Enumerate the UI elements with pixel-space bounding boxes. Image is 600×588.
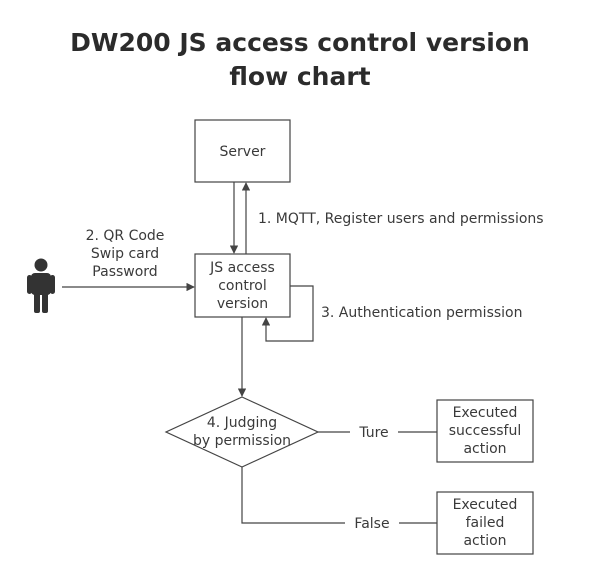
server-label: Server [220, 144, 266, 160]
failed-label-line-3: action [463, 533, 506, 549]
mqtt-label: 1. MQTT, Register users and permissions [258, 211, 544, 227]
success-label-line-1: Executed [453, 405, 518, 421]
js-access-label-line-3: version [217, 296, 268, 312]
true-branch-label: Ture [358, 425, 388, 441]
person-icon [27, 258, 55, 313]
executed-failed-box [436, 491, 534, 555]
decision-label-line-2: by permission [193, 433, 291, 449]
server-box [194, 119, 291, 183]
decision-label-line-1: 4. Judging [207, 415, 277, 431]
decision-diamond [164, 396, 320, 468]
false-branch-label: False [354, 516, 389, 532]
success-label-line-3: action [463, 441, 506, 457]
input-label-qr-code: 2. QR Code [86, 228, 165, 244]
input-label-password: Password [92, 264, 157, 280]
js-access-label-line-1: JS access [209, 260, 275, 276]
failed-label-line-1: Executed [453, 497, 518, 513]
executed-success-box [436, 399, 534, 463]
auth-label: 3. Authentication permission [321, 305, 522, 321]
false-branch-line-1 [241, 467, 345, 524]
failed-label-line-2: failed [466, 515, 505, 531]
input-label-swip-card: Swip card [91, 246, 159, 262]
diagram-title-line-1: DW200 JS access control version [70, 28, 530, 57]
auth-loop-arrow [261, 285, 314, 342]
diagram-title-line-2: flow chart [229, 62, 371, 91]
success-label-line-2: successful [449, 423, 521, 439]
js-access-label-line-2: control [218, 278, 267, 294]
